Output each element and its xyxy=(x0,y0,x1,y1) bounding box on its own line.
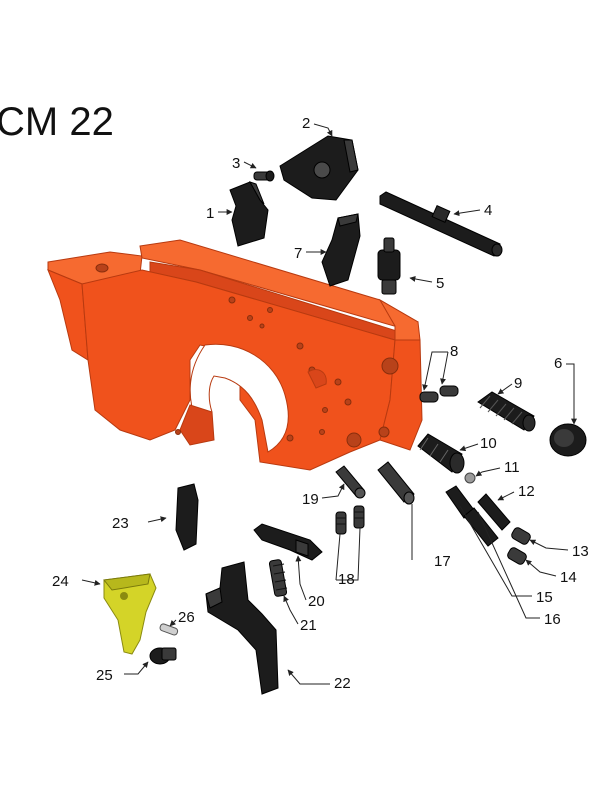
part-18 xyxy=(335,505,365,535)
part-11 xyxy=(464,472,476,484)
label-14: 14 xyxy=(560,569,577,586)
label-8: 8 xyxy=(450,343,458,360)
part-23 xyxy=(175,483,199,551)
label-21: 21 xyxy=(300,617,317,634)
label-17: 17 xyxy=(434,553,451,570)
label-23: 23 xyxy=(112,515,129,532)
part-4 xyxy=(379,191,503,257)
part-14 xyxy=(507,547,527,565)
label-19: 19 xyxy=(302,491,319,508)
part-2 xyxy=(279,135,359,201)
receiver-frame xyxy=(47,239,423,471)
part-25 xyxy=(149,647,177,665)
part-20 xyxy=(253,523,323,561)
diagram-title: CM 22 xyxy=(0,100,114,144)
part-7 xyxy=(321,213,361,287)
label-25: 25 xyxy=(96,667,113,684)
label-22: 22 xyxy=(334,675,351,692)
part-19 xyxy=(335,465,366,499)
label-4: 4 xyxy=(484,202,492,219)
part-9 xyxy=(477,391,536,432)
label-18: 18 xyxy=(338,571,355,588)
label-10: 10 xyxy=(480,435,497,452)
label-2: 2 xyxy=(302,115,310,132)
label-13: 13 xyxy=(572,543,589,560)
label-9: 9 xyxy=(514,375,522,392)
label-3: 3 xyxy=(232,155,240,172)
label-16: 16 xyxy=(544,611,561,628)
label-12: 12 xyxy=(518,483,535,500)
label-26: 26 xyxy=(178,609,195,626)
label-11: 11 xyxy=(504,459,520,476)
label-5: 5 xyxy=(436,275,444,292)
part-6 xyxy=(549,423,587,457)
part-26 xyxy=(159,623,179,636)
part-13 xyxy=(511,527,531,545)
part-10 xyxy=(417,433,465,474)
part-1 xyxy=(229,181,269,247)
part-5 xyxy=(377,237,401,295)
part-labels: 1 2 3 4 5 6 7 8 9 10 11 12 13 14 15 16 1… xyxy=(52,115,589,692)
label-24: 24 xyxy=(52,573,69,590)
label-1: 1 xyxy=(206,205,214,222)
part-21 xyxy=(268,559,288,597)
label-20: 20 xyxy=(308,593,325,610)
label-6: 6 xyxy=(554,355,562,372)
leader-lines xyxy=(81,123,577,685)
part-3 xyxy=(253,170,275,182)
label-15: 15 xyxy=(536,589,553,606)
part-22 xyxy=(205,561,279,695)
part-24 xyxy=(103,573,157,655)
label-7: 7 xyxy=(294,245,302,262)
part-17 xyxy=(377,461,415,505)
part-8 xyxy=(419,385,459,403)
part-12 xyxy=(477,493,511,531)
